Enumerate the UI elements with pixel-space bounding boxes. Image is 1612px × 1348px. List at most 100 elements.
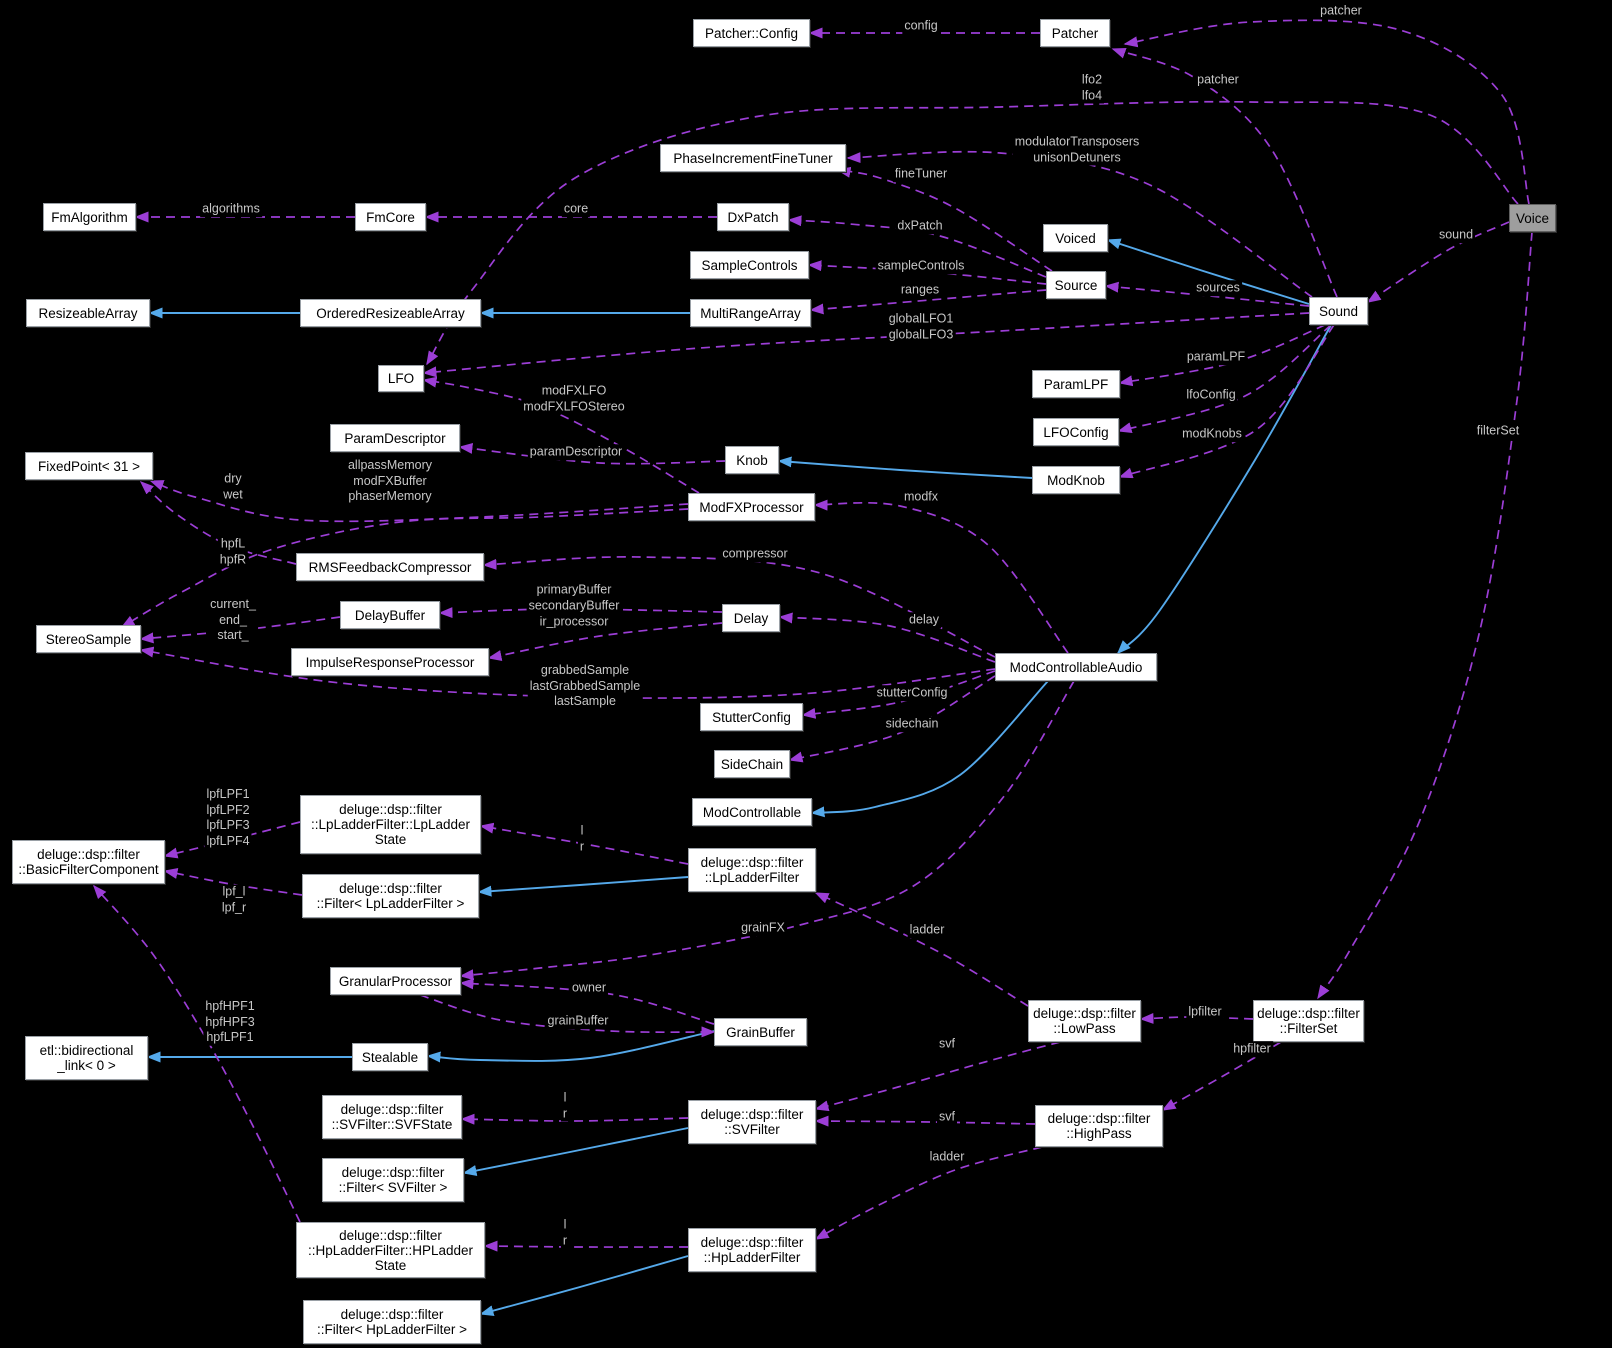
edge-voice-to-patcher (1123, 19, 1530, 205)
node-side-chain[interactable]: SideChain (714, 750, 790, 778)
edge-label-sound-to-lfo-config: lfoConfig (1184, 387, 1238, 403)
node-patcher[interactable]: Patcher (1040, 19, 1110, 47)
edge-high-pass-to-hp-ladder-filter (814, 1146, 1043, 1240)
node-ordered-resizeable-array[interactable]: OrderedResizeableArray (300, 299, 481, 327)
edge-filter-lp-ladder-to-basic-filter-component (163, 868, 303, 896)
edge-label-voice-to-filter-set: filterSet (1474, 423, 1522, 439)
node-stutter-config[interactable]: StutterConfig (700, 703, 803, 731)
node-fixed-point[interactable]: FixedPoint< 31 > (25, 452, 153, 480)
edge-label-mod-controllable-audio-to-stutter-config: stutterConfig (874, 685, 950, 701)
node-svf-state[interactable]: deluge::dsp::filter ::SVFilter::SVFState (322, 1095, 462, 1139)
node-hp-ladder-filter[interactable]: deluge::dsp::filter ::HpLadderFilter (688, 1228, 816, 1272)
node-filter-lp-ladder[interactable]: deluge::dsp::filter ::Filter< LpLadderFi… (302, 874, 479, 918)
node-param-lpf[interactable]: ParamLPF (1032, 370, 1120, 398)
node-fm-core[interactable]: FmCore (355, 203, 426, 231)
edge-label-high-pass-to-hp-ladder-filter: ladder (927, 1149, 967, 1165)
edge-label-fm-core-to-fm-algorithm: algorithms (200, 201, 262, 217)
node-lp-ladder-filter[interactable]: deluge::dsp::filter ::LpLadderFilter (688, 848, 816, 892)
edge-label-svfilter-to-svf-state: l r (560, 1090, 570, 1122)
node-sample-controls[interactable]: SampleControls (690, 251, 809, 279)
edge-label-source-to-multi-range-array: ranges (898, 282, 942, 298)
node-multi-range-array[interactable]: MultiRangeArray (690, 299, 811, 327)
edge-label-mod-controllable-audio-to-granular-processor: grainFX (739, 920, 787, 936)
node-mod-controllable[interactable]: ModControllable (692, 798, 812, 826)
edge-delay-to-delay-buffer (438, 607, 723, 619)
edge-sound-to-patcher (1111, 47, 1338, 298)
edge-lp-ladder-filter-to-filter-lp-ladder (477, 876, 689, 897)
node-grain-buffer[interactable]: GrainBuffer (714, 1018, 807, 1046)
edge-label-low-pass-to-lp-ladder-filter: ladder (907, 922, 947, 938)
edge-high-pass-to-svfilter (814, 1115, 1036, 1127)
edge-label-voice-to-patcher: patcher (1318, 3, 1364, 19)
node-dx-patch[interactable]: DxPatch (717, 203, 789, 231)
node-delay[interactable]: Delay (722, 604, 780, 632)
edge-label-sound-to-source: sources (1194, 280, 1242, 296)
edge-hp-ladder-filter-to-hp-ladder-state (483, 1240, 689, 1252)
node-param-descriptor[interactable]: ParamDescriptor (330, 424, 460, 452)
node-fm-algorithm[interactable]: FmAlgorithm (43, 203, 136, 231)
node-delay-buffer[interactable]: DelayBuffer (340, 601, 440, 629)
edge-sound-to-mod-controllable-audio (1116, 324, 1332, 655)
edge-label-filter-lp-ladder-to-basic-filter-component: lpf_l lpf_r (219, 884, 249, 916)
node-basic-filter-component[interactable]: deluge::dsp::filter ::BasicFilterCompone… (12, 840, 165, 884)
edge-mod-controllable-audio-to-granular-processor (459, 680, 1075, 981)
edge-label-sound-to-patcher: patcher (1195, 72, 1241, 88)
edge-label-sound-to-lfo: globalLFO1 globalLFO3 (886, 311, 956, 343)
edge-label-low-pass-to-svfilter: svf (937, 1036, 957, 1052)
node-high-pass[interactable]: deluge::dsp::filter ::HighPass (1035, 1105, 1163, 1147)
node-lp-ladder-state[interactable]: deluge::dsp::filter ::LpLadderFilter::Lp… (300, 795, 481, 854)
node-stealable[interactable]: Stealable (352, 1043, 428, 1071)
edge-mod-controllable-audio-to-mod-fx-processor (813, 499, 1069, 654)
node-sound[interactable]: Sound (1309, 297, 1368, 325)
node-lfo-config[interactable]: LFOConfig (1033, 418, 1119, 446)
node-filter-hp-ladder[interactable]: deluge::dsp::filter ::Filter< HpLadderFi… (303, 1300, 481, 1344)
edge-sound-to-mod-knob (1118, 324, 1335, 479)
edge-sound-to-voiced (1106, 238, 1310, 305)
edge-label-lp-ladder-filter-to-lp-ladder-state: l r (577, 823, 587, 855)
node-phase-increment-fine-tuner[interactable]: PhaseIncrementFineTuner (660, 144, 846, 172)
edge-label-lp-ladder-state-to-basic-filter-component: lpfLPF1 lpfLPF2 lpfLPF3 lpfLPF4 (204, 787, 252, 849)
edge-label-mod-fx-processor-to-lfo: modFXLFO modFXLFOStereo (521, 383, 627, 415)
edge-lp-ladder-state-to-basic-filter-component (163, 821, 301, 859)
edge-sound-to-lfo-config (1117, 324, 1332, 433)
node-knob[interactable]: Knob (725, 446, 779, 474)
edge-source-to-dx-patch (787, 215, 1047, 278)
edge-label-source-to-sample-controls: sampleControls (875, 258, 967, 274)
node-low-pass[interactable]: deluge::dsp::filter ::LowPass (1028, 1000, 1141, 1042)
edge-label-mod-controllable-audio-to-mod-fx-processor: modfx (901, 489, 941, 505)
edge-mod-fx-processor-to-stereo-sample (120, 508, 689, 628)
node-rms-feedback-compressor[interactable]: RMSFeedbackCompressor (296, 553, 484, 581)
node-mod-knob[interactable]: ModKnob (1032, 466, 1120, 494)
node-lfo[interactable]: LFO (378, 365, 424, 392)
edge-grain-buffer-to-granular-processor (459, 978, 715, 1025)
node-mod-controllable-audio[interactable]: ModControllableAudio (995, 653, 1157, 681)
edge-label-mod-controllable-audio-to-side-chain: sidechain (883, 716, 941, 732)
node-granular-processor[interactable]: GranularProcessor (330, 967, 461, 995)
edge-mod-controllable-audio-to-stutter-config (801, 670, 996, 719)
node-source[interactable]: Source (1046, 271, 1106, 299)
edge-label-dx-patch-to-fm-core: core (561, 201, 591, 217)
node-patcher-config[interactable]: Patcher::Config (693, 19, 810, 47)
edge-lp-ladder-filter-to-lp-ladder-state (479, 822, 689, 865)
edge-label-filter-set-to-high-pass: hpfilter (1231, 1041, 1273, 1057)
edge-grain-buffer-to-stealable (426, 1030, 715, 1063)
edge-hp-ladder-state-to-basic-filter-component (93, 884, 301, 1223)
node-mod-fx-processor[interactable]: ModFXProcessor (688, 493, 815, 521)
node-impulse-response-processor[interactable]: ImpulseResponseProcessor (291, 648, 489, 676)
node-etl-bidirectional-link[interactable]: etl::bidirectional _link< 0 > (25, 1036, 148, 1080)
edge-label-delay-to-impulse-response-processor: ir_processor (537, 614, 611, 630)
edge-label-mod-fx-processor-to-fixed-point: dry wet (221, 471, 245, 503)
node-resizeable-array[interactable]: ResizeableArray (26, 299, 150, 327)
edge-label-hp-ladder-state-to-basic-filter-component: hpfHPF1 hpfHPF3 hpfLPF1 (203, 998, 257, 1046)
edge-label-delay-buffer-to-stereo-sample: current_ end_ start_ (208, 596, 258, 644)
edge-hp-ladder-filter-to-filter-hp-ladder (479, 1255, 689, 1317)
node-voiced[interactable]: Voiced (1043, 224, 1108, 252)
node-hp-ladder-state[interactable]: deluge::dsp::filter ::HpLadderFilter::HP… (296, 1222, 485, 1278)
edge-knob-to-param-descriptor (458, 442, 726, 465)
node-filter-set[interactable]: deluge::dsp::filter ::FilterSet (1253, 1000, 1364, 1042)
node-stereo-sample[interactable]: StereoSample (36, 625, 141, 653)
node-voice[interactable]: Voice (1509, 204, 1556, 232)
node-filter-svf[interactable]: deluge::dsp::filter ::Filter< SVFilter > (322, 1158, 464, 1202)
node-svfilter[interactable]: deluge::dsp::filter ::SVFilter (688, 1100, 816, 1144)
